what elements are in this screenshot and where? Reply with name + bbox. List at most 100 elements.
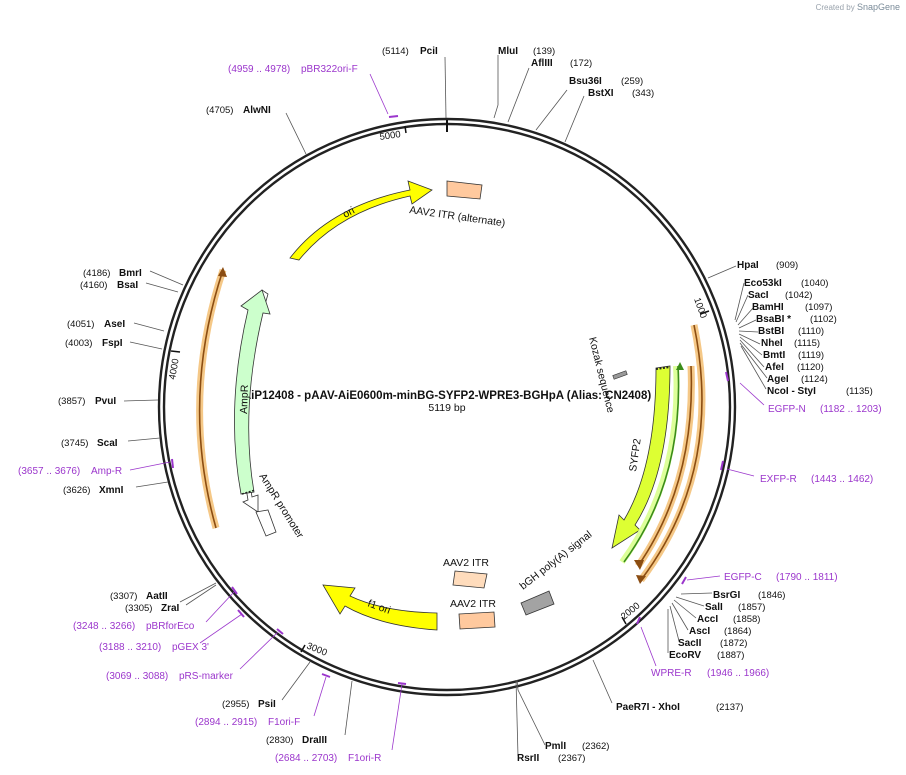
site-pos: (1846): [758, 590, 785, 601]
aav2-itr-label-1: AAV2 ITR: [443, 557, 489, 569]
site-label-aatii[interactable]: AatII: [146, 591, 168, 602]
green-arc-head: [676, 362, 684, 370]
site-label-rsrii[interactable]: RsrII: [517, 753, 539, 764]
primer-range: (1182 .. 1203): [820, 404, 882, 415]
site-pos: (2955): [222, 699, 249, 710]
site-label-sacii[interactable]: SacII: [678, 638, 702, 649]
kozak-label: Kozak sequence: [586, 336, 616, 414]
ampr-arrow[interactable]: [234, 289, 271, 495]
primer-range: (3069 .. 3088): [106, 671, 168, 682]
site-label-sali[interactable]: SalI: [705, 602, 723, 613]
primer-label-prs-marker[interactable]: pRS-marker: [179, 671, 234, 682]
site-label-bamhi[interactable]: BamHI: [752, 302, 784, 313]
aav2-itr-box-2[interactable]: [458, 611, 496, 630]
site-pos: (2137): [716, 702, 743, 713]
site-label-draiii[interactable]: DraIII: [302, 735, 327, 746]
site-pos: (1115): [794, 338, 820, 349]
site-label-acci[interactable]: AccI: [697, 614, 718, 625]
primer-label-exfp-r[interactable]: EXFP-R: [760, 474, 797, 485]
enzyme-leaders: [123, 55, 768, 757]
site-label-pmli[interactable]: PmlI: [545, 741, 566, 752]
site-pos: (909): [776, 260, 798, 271]
site-label-asci[interactable]: AscI: [689, 626, 710, 637]
site-label-eco53ki[interactable]: Eco53kI: [744, 278, 782, 289]
credit-prefix: Created by: [815, 3, 855, 12]
site-label-nhei[interactable]: NheI: [761, 338, 783, 349]
aav2-itr-alt-box[interactable]: [446, 180, 483, 200]
primer-label-pbrforeco[interactable]: pBRforEco: [146, 621, 195, 632]
site-label-ecorv[interactable]: EcoRV: [669, 650, 701, 661]
primer-label-f1ori-r[interactable]: F1ori-R: [348, 753, 381, 764]
site-label-bsu36i[interactable]: Bsu36I: [569, 76, 602, 87]
site-label-hpai[interactable]: HpaI: [737, 260, 759, 271]
site-pos: (4705): [206, 105, 233, 116]
site-label-asei[interactable]: AseI: [104, 319, 125, 330]
brown-arc-1-head: [634, 560, 644, 570]
primer-label-egfp-c[interactable]: EGFP-C: [724, 572, 762, 583]
tick-label: 1000: [691, 296, 709, 320]
aav2-itr-label-2: AAV2 ITR: [450, 598, 496, 610]
plasmid-size: 5119 bp: [428, 402, 465, 414]
site-label-bsai[interactable]: BsaI: [117, 280, 138, 291]
site-pos: (172): [570, 58, 592, 69]
site-pos: (4186): [83, 268, 110, 279]
ori-arrow[interactable]: [289, 180, 433, 261]
site-label-aflIII[interactable]: AflIII: [531, 58, 553, 69]
green-primer-arc: [623, 365, 680, 563]
site-label-zrai[interactable]: ZraI: [161, 603, 180, 614]
brown-arc-2: [640, 324, 703, 581]
site-label-pvui[interactable]: PvuI: [95, 396, 116, 407]
primer-leaders: [129, 73, 765, 751]
primer-label-pbr322ori-f[interactable]: pBR322ori-F: [301, 64, 358, 75]
site-pos: (3305): [125, 603, 152, 614]
site-label-bmti[interactable]: BmtI: [763, 350, 785, 361]
primer-labels: (4959 .. 4978) pBR322ori-F EGFP-N (1182 …: [18, 64, 882, 764]
primer-range: (3657 .. 3676): [18, 466, 80, 477]
syfp2-arrow[interactable]: [611, 365, 671, 549]
site-pos: (3745): [61, 438, 88, 449]
primer-label-egfp-n[interactable]: EGFP-N: [768, 404, 806, 415]
site-label-mlui[interactable]: MluI: [498, 46, 518, 57]
f1-ori-arrow[interactable]: [322, 584, 438, 631]
site-label-scai[interactable]: ScaI: [97, 438, 118, 449]
site-pos: (3307): [110, 591, 137, 602]
site-pos: (1120): [797, 362, 824, 373]
site-label-bmri[interactable]: BmrI: [119, 268, 142, 279]
primer-label-amp-r[interactable]: Amp-R: [91, 466, 122, 477]
site-pos: (1102): [810, 314, 837, 325]
site-label-agei[interactable]: AgeI: [767, 374, 789, 385]
syfp2-start: [655, 366, 671, 370]
site-pos: (1135): [846, 386, 873, 397]
site-pos: (5114): [382, 46, 409, 57]
brown-arc-2-head: [636, 575, 646, 584]
site-label-xmni[interactable]: XmnI: [99, 485, 124, 496]
site-pos: (4160): [80, 280, 107, 291]
kozak-box[interactable]: [612, 370, 628, 380]
site-label-saci[interactable]: SacI: [748, 290, 769, 301]
site-pos: (4051): [67, 319, 94, 330]
syfp2-label: SYFP2: [627, 438, 644, 473]
site-label-bstbi[interactable]: BstBI: [758, 326, 784, 337]
site-label-pcii[interactable]: PciI: [420, 46, 438, 57]
site-label-afei[interactable]: AfeI: [765, 362, 784, 373]
bgh-polya-box[interactable]: [520, 590, 555, 616]
primer-label-pgex-3[interactable]: pGEX 3': [172, 642, 209, 653]
site-label-bstxi[interactable]: BstXI: [588, 88, 614, 99]
primer-range: (2894 .. 2915): [195, 717, 257, 728]
site-pos: (1887): [717, 650, 744, 661]
aav2-itr-box-1[interactable]: [452, 570, 488, 589]
site-label-alwni[interactable]: AlwNI: [243, 105, 271, 116]
site-label-paer7i-xhoi[interactable]: PaeR7I - XhoI: [616, 702, 680, 713]
site-pos: (1097): [805, 302, 832, 313]
site-label-ncoi-styi[interactable]: NcoI - StyI: [767, 386, 816, 397]
site-label-fspi[interactable]: FspI: [102, 338, 123, 349]
plasmid-title: AiP12408 - pAAV-AiE0600m-minBG-SYFP2-WPR…: [243, 390, 652, 402]
primer-label-f1ori-f[interactable]: F1ori-F: [268, 717, 300, 728]
site-label-psii[interactable]: PsiI: [258, 699, 276, 710]
primer-range: (4959 .. 4978): [228, 64, 290, 75]
site-label-bsrgi[interactable]: BsrGI: [713, 590, 740, 601]
primer-label-wpre-r[interactable]: WPRE-R: [651, 668, 692, 679]
site-pos: (1858): [733, 614, 760, 625]
site-pos: (1042): [785, 290, 812, 301]
site-label-bsabi[interactable]: BsaBI *: [756, 314, 791, 325]
